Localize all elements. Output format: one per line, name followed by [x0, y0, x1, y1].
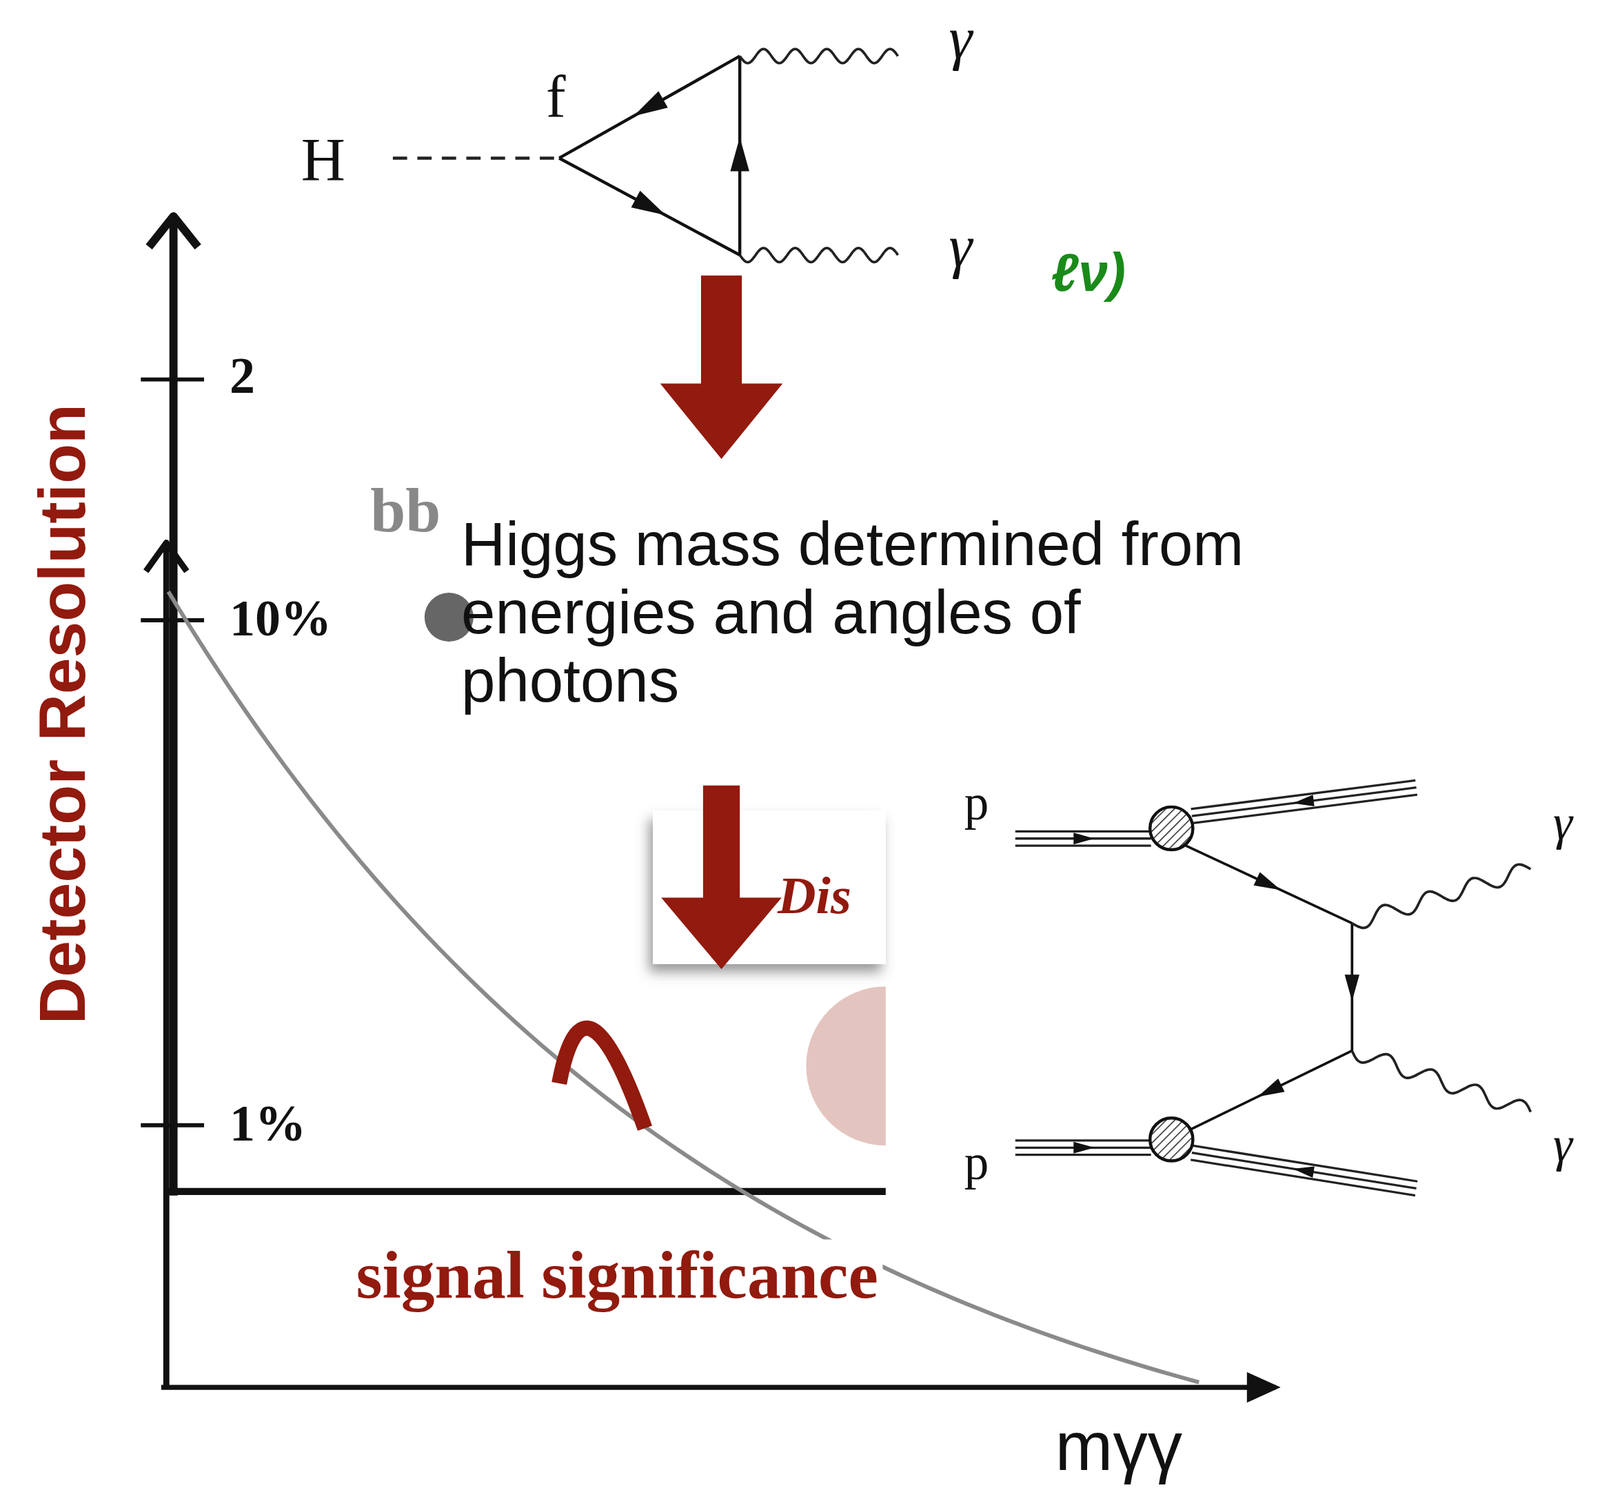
- particle-label: f: [545, 66, 566, 129]
- parton-blob: [1149, 1118, 1193, 1161]
- proton-line: [1191, 787, 1417, 817]
- channel-label: bb: [370, 477, 441, 544]
- tick-label: 10%: [229, 592, 332, 646]
- photon-line: [739, 248, 898, 262]
- fermion-arrow: [633, 90, 668, 116]
- fermion-arrow: [1073, 832, 1095, 845]
- down-arrow: [660, 275, 784, 460]
- box-text: Dis: [777, 868, 852, 925]
- fermion-arrow: [1257, 1078, 1285, 1097]
- axis-title: mγγ: [1051, 1410, 1187, 1484]
- decay-label: ℓν): [1051, 244, 1126, 301]
- axis-tick: [140, 618, 205, 623]
- tick-label: 2: [229, 348, 256, 403]
- box-shadow-panel: [652, 811, 886, 965]
- proton-line: [1192, 794, 1418, 824]
- tick-label: 1%: [229, 1096, 307, 1151]
- proton-line: [1015, 1139, 1152, 1142]
- axis-arrowhead: [148, 216, 198, 247]
- fermion-line: [1188, 1051, 1352, 1131]
- fermion-arrow: [1293, 794, 1315, 807]
- axis-title: signal significance: [352, 1239, 883, 1311]
- photon-line: [739, 48, 898, 63]
- panel-box: Dis: [652, 811, 886, 965]
- pink-disc: [805, 986, 886, 1146]
- axis-arrowhead: [146, 542, 187, 571]
- fermion-arrow: [1253, 872, 1281, 890]
- photon-line: [1351, 864, 1531, 928]
- axis-tick: [140, 377, 205, 382]
- photon-line: [1351, 1051, 1531, 1113]
- proton-line: [1191, 1153, 1417, 1190]
- particle-label: p: [964, 1137, 990, 1190]
- proton-line: [1190, 1160, 1416, 1197]
- axis-tick: [140, 1123, 205, 1128]
- signal-bump: [559, 1028, 645, 1129]
- background-curve: [168, 592, 1199, 1383]
- particle-label: γ: [1553, 798, 1573, 850]
- box-panel: [652, 811, 886, 965]
- particle-label: γ: [1553, 1119, 1573, 1172]
- axis-arrowhead: [1247, 1372, 1281, 1403]
- loop-line: [559, 55, 740, 158]
- proton-line: [1015, 844, 1152, 847]
- x-axis-upper: [168, 1188, 886, 1196]
- parton-blob: [1149, 807, 1193, 850]
- particle-label: γ: [949, 216, 973, 279]
- down-arrow: [661, 785, 782, 970]
- proton-line: [1015, 830, 1152, 833]
- axis-title: Detector Resolution: [28, 403, 98, 1025]
- fermion-arrow: [730, 137, 749, 171]
- x-axis: [161, 1384, 1276, 1390]
- fermion-line: [1183, 845, 1352, 924]
- proton-line: [1191, 780, 1416, 809]
- particle-label: γ: [949, 8, 973, 71]
- y-axis: [163, 542, 170, 1390]
- particle-label: p: [964, 777, 990, 830]
- proton-line: [1193, 1145, 1419, 1182]
- loop-line: [559, 157, 740, 256]
- fermion-arrow: [1344, 974, 1360, 1001]
- higgs-dashed-line: [392, 156, 560, 160]
- fermion-arrow: [1293, 1166, 1315, 1179]
- fermion-arrow: [1073, 1142, 1095, 1154]
- particle-label: H: [301, 127, 346, 192]
- proton-line: [1015, 1153, 1152, 1157]
- fermion-arrow: [631, 190, 666, 216]
- note-text: Higgs mass determined from energies and …: [461, 510, 1309, 716]
- y-axis: [169, 216, 178, 1197]
